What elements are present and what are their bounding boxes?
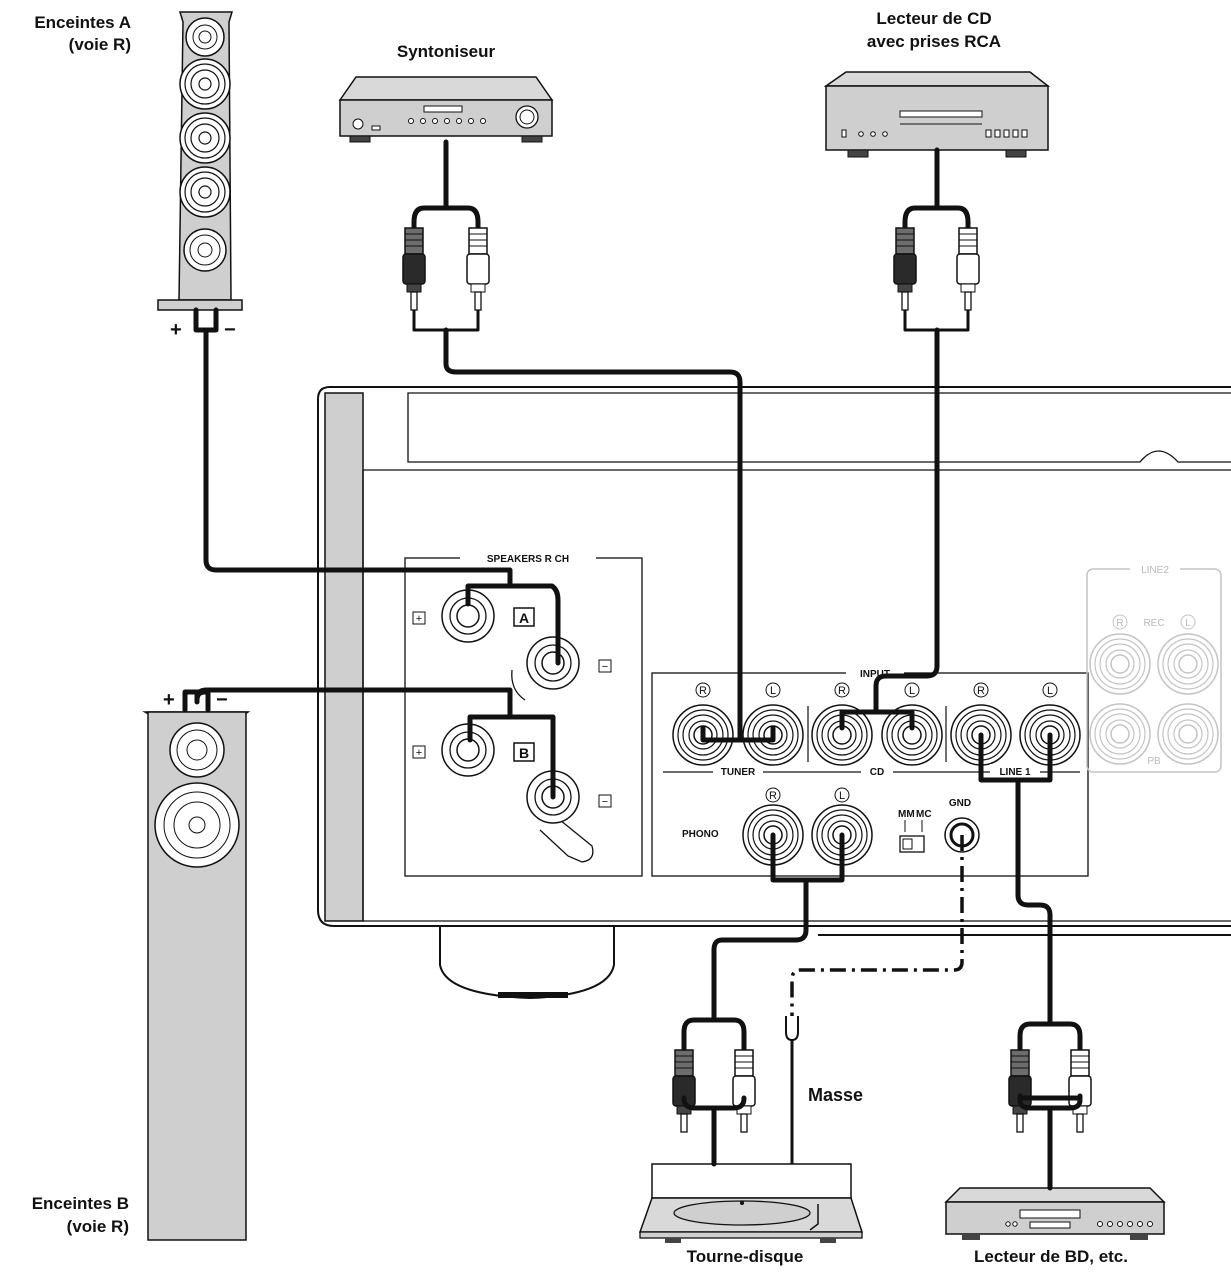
speaker-a-plus: + [170,319,182,341]
speaker-b-cabinet: + − [142,689,251,1241]
line2-r-mark: R [1116,618,1123,629]
bd-player-device [944,1187,1166,1240]
speakers-group-label: SPEAKERS R CH [487,554,569,565]
cd-r-mark: R [838,685,846,697]
tuner-r-mark: R [699,685,707,697]
line2-label: LINE2 [1141,565,1169,576]
line1-l-mark: L [1047,685,1053,697]
phono-r-mark: R [769,790,777,802]
tuner-device [338,76,554,143]
terminal-b-label: B [519,745,529,761]
bd-cable [978,732,1092,1191]
input-panel: INPUT R L R L R L TUNER CD LINE 1 PHONO … [651,667,1089,877]
ground-label: Masse [808,1085,863,1105]
speaker-b-minus-symbol: − [602,796,608,808]
turntable-label: Tourne-disque [687,1247,804,1266]
tuner-group-label: TUNER [721,767,756,778]
pb-label: PB [1147,756,1161,767]
speaker-a-minus: − [224,319,236,341]
speaker-b-plus-symbol: + [416,747,422,759]
mc-label: MC [916,809,932,820]
phono-l-mark: L [839,790,845,802]
speaker-terminals: SPEAKERS R CH + A − + B − [404,552,643,877]
speaker-b-minus: − [216,689,228,711]
speaker-a-minus-symbol: − [602,661,608,673]
turntable-device [638,1163,864,1243]
line1-r-mark: R [977,685,985,697]
terminal-a-label: A [519,610,529,626]
line1-group-label: LINE 1 [999,767,1031,778]
line2-panel: LINE2 R REC L PB [1086,562,1222,773]
speaker-b-cable [182,687,556,800]
line2-l-mark: L [1185,618,1191,629]
cd-group-label: CD [870,767,884,778]
speaker-b-label-line2: (voie R) [67,1217,129,1236]
speaker-a-cable [193,307,561,666]
bd-label: Lecteur de BD, etc. [974,1247,1128,1266]
phono-label: PHONO [682,829,719,840]
tuner-label: Syntoniseur [397,42,496,61]
mm-label: MM [898,809,915,820]
cd-l-mark: L [909,685,915,697]
amplifier-rear-panel [317,386,1231,1000]
input-group-label: INPUT [860,669,890,680]
ground-cable [785,835,964,1164]
tuner-cable [402,139,776,743]
speaker-a-plus-symbol: + [416,613,422,625]
speaker-a-tower: + − [157,11,243,341]
cd-label-line1: Lecteur de CD [876,9,991,28]
speaker-a-label-line2: (voie R) [69,35,131,54]
cd-player-device [823,71,1051,158]
speaker-b-label-line1: Enceintes B [32,1194,129,1213]
cd-cable [839,147,980,731]
gnd-label: GND [949,798,971,809]
tuner-l-mark: L [770,685,776,697]
rec-label: REC [1143,618,1164,629]
cd-label-line2: avec prises RCA [867,32,1001,51]
device-labels: Enceintes A (voie R) Syntoniseur Lecteur… [32,9,1128,1266]
speaker-a-label-line1: Enceintes A [34,13,131,32]
turntable-cable [672,832,845,1167]
speaker-b-plus: + [163,689,175,711]
